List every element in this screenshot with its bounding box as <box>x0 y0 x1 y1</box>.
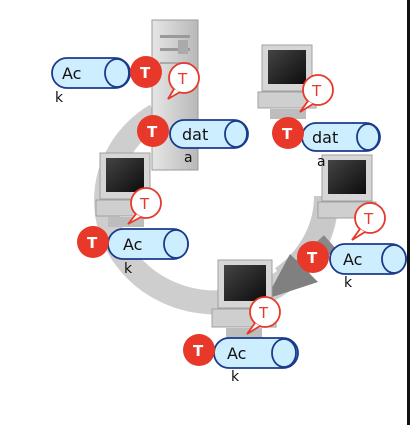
token-label: T <box>147 123 158 141</box>
token-bubble-icon: T <box>246 296 281 335</box>
packet-label: Ac <box>227 344 246 363</box>
token-bubble-label: T <box>258 304 269 322</box>
token-icon: T <box>297 241 329 273</box>
packet-label: dat <box>182 125 208 144</box>
packet-ack-right: Ac k <box>329 243 407 291</box>
token-icon: T <box>272 117 304 149</box>
packet-sublabel: k <box>231 369 240 385</box>
packet-data-right: dat a <box>301 122 381 170</box>
packet-sublabel: a <box>317 154 326 170</box>
packet-label: Ac <box>62 64 81 83</box>
packet-sublabel: k <box>55 90 64 106</box>
packet-label: Ac <box>123 235 142 254</box>
token-label: T <box>87 234 98 252</box>
token-bubble-icon: T <box>127 187 162 225</box>
token-icon: T <box>183 334 215 366</box>
token-bubble-icon: T <box>167 62 200 100</box>
token-bubble-icon: T <box>299 74 334 113</box>
packet-label: dat <box>312 128 338 147</box>
token-icon: T <box>77 226 109 258</box>
packet-sublabel: a <box>184 150 193 166</box>
token-icon: T <box>137 115 169 147</box>
packet-ack-bottom: Ac k <box>213 337 299 385</box>
token-bubble-label: T <box>363 210 374 228</box>
packet-label: Ac <box>343 250 362 269</box>
token-icon: T <box>130 56 162 88</box>
token-bubble-label: T <box>139 195 150 213</box>
computer-left <box>95 152 155 227</box>
packet-ack-top-left: Ac k <box>51 57 131 106</box>
computer-right <box>317 154 377 219</box>
token-bubble-label: T <box>311 82 322 100</box>
token-label: T <box>307 249 318 267</box>
packet-ack-left: Ac k <box>107 228 189 277</box>
token-label: T <box>193 342 204 360</box>
token-label: T <box>140 64 151 82</box>
token-label: T <box>282 125 293 143</box>
packet-data-center: dat a <box>169 119 249 166</box>
packet-sublabel: k <box>124 261 133 277</box>
token-bubble-icon: T <box>351 202 386 241</box>
token-bubble-label: T <box>177 70 188 88</box>
packet-sublabel: k <box>344 275 353 291</box>
